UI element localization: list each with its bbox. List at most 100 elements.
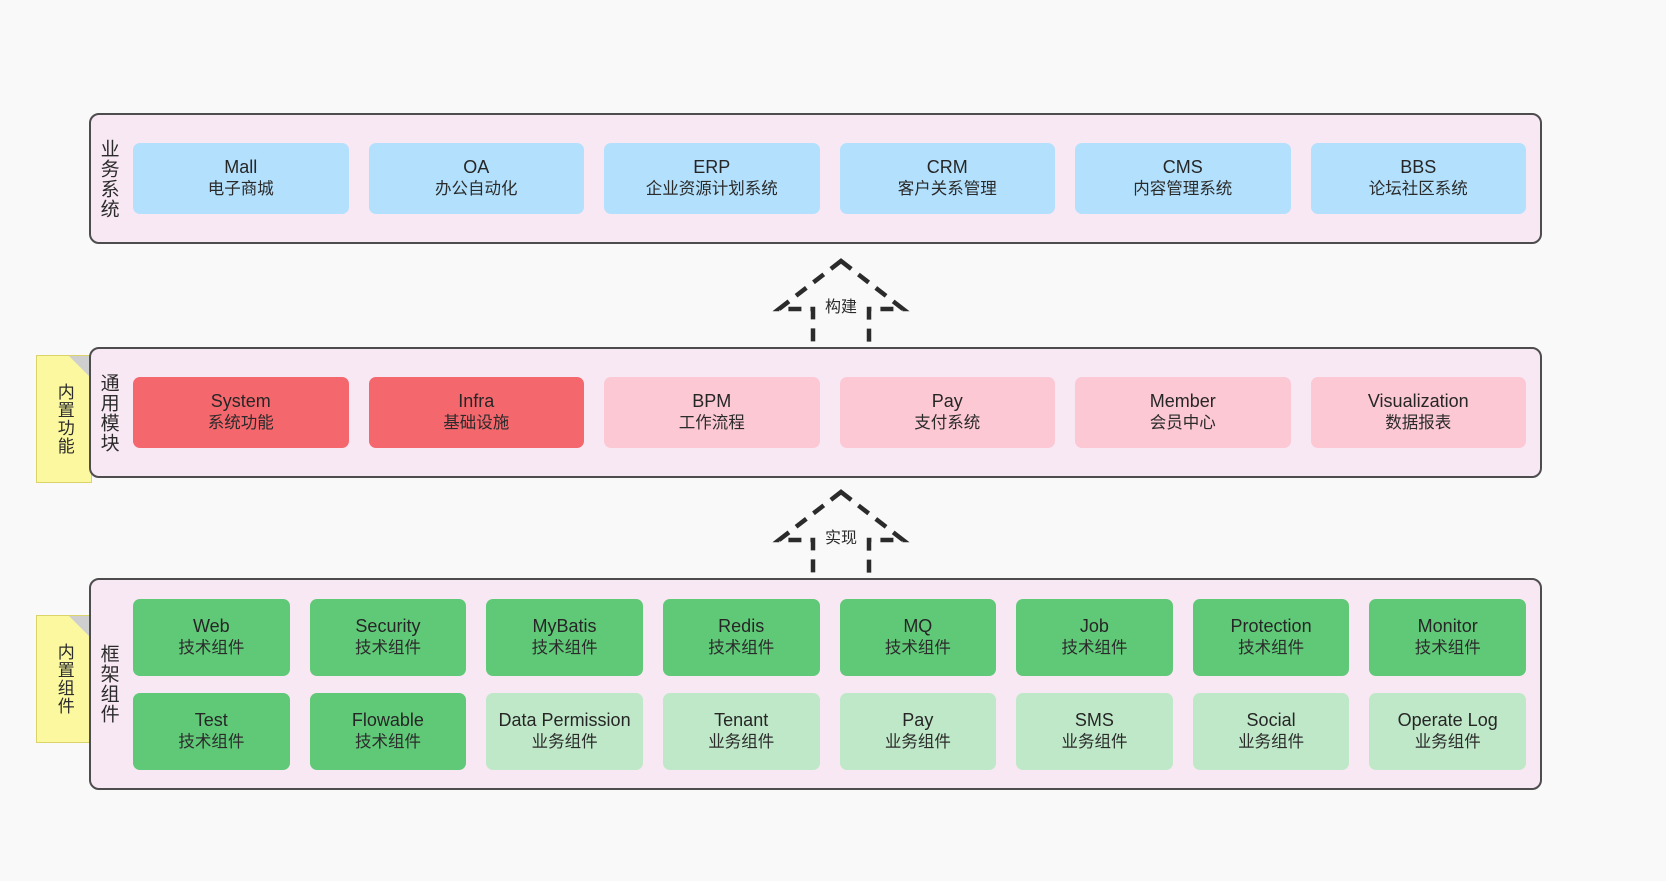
card-title: SMS <box>1074 709 1114 730</box>
layer-title-business-systems: 业务系统 <box>97 138 119 219</box>
card-visualization[interactable]: Visualization 数据报表 <box>1310 377 1526 448</box>
card-title: BPM <box>692 391 732 412</box>
card-subtitle: 技术组件 <box>1061 638 1128 657</box>
card-title: Member <box>1149 391 1216 412</box>
card-title: Visualization <box>1367 391 1469 412</box>
card-subtitle: 内容管理系统 <box>1133 180 1233 199</box>
card-row: System 系统功能 Infra 基础设施 BPM 工作流程 Pay 支付系统… <box>133 377 1526 448</box>
card-redis[interactable]: Redis 技术组件 <box>662 598 820 676</box>
card-operate-log[interactable]: Operate Log 业务组件 <box>1369 692 1526 770</box>
card-pay[interactable]: Pay 支付系统 <box>839 377 1055 448</box>
card-pay-component[interactable]: Pay 业务组件 <box>839 692 997 770</box>
card-subtitle: 业务组件 <box>1061 732 1128 751</box>
card-subtitle: 技术组件 <box>1238 638 1305 657</box>
card-tenant[interactable]: Tenant 业务组件 <box>662 692 820 770</box>
card-subtitle: 企业资源计划系统 <box>645 180 778 199</box>
layer-body-common-modules: System 系统功能 Infra 基础设施 BPM 工作流程 Pay 支付系统… <box>125 349 1540 476</box>
card-title: Protection <box>1230 615 1312 636</box>
card-title: Redis <box>718 615 765 636</box>
card-cms[interactable]: CMS 内容管理系统 <box>1075 143 1291 214</box>
layer-title-common-modules: 通用模块 <box>97 372 119 453</box>
card-subtitle: 办公自动化 <box>435 180 518 199</box>
card-title: OA <box>463 157 490 178</box>
card-title: Flowable <box>351 709 424 730</box>
card-mybatis[interactable]: MyBatis 技术组件 <box>486 598 643 676</box>
card-mq[interactable]: MQ 技术组件 <box>839 598 997 676</box>
card-oa[interactable]: OA 办公自动化 <box>368 143 584 214</box>
note-fold-corner-icon <box>69 356 91 378</box>
card-job[interactable]: Job 技术组件 <box>1016 598 1173 676</box>
card-system[interactable]: System 系统功能 <box>133 377 349 448</box>
card-flowable[interactable]: Flowable 技术组件 <box>309 692 467 770</box>
card-title: CRM <box>926 157 968 178</box>
connector-label: 构建 <box>822 293 860 317</box>
card-title: Pay <box>902 709 934 730</box>
card-erp[interactable]: ERP 企业资源计划系统 <box>604 143 820 214</box>
card-subtitle: 业务组件 <box>1238 732 1305 751</box>
card-title: Test <box>194 709 228 730</box>
card-subtitle: 技术组件 <box>178 638 245 657</box>
card-bbs[interactable]: BBS 论坛社区系统 <box>1310 143 1526 214</box>
card-data-permission[interactable]: Data Permission 业务组件 <box>486 692 643 770</box>
card-protection[interactable]: Protection 技术组件 <box>1192 598 1350 676</box>
card-mall[interactable]: Mall 电子商城 <box>133 143 349 214</box>
card-subtitle: 技术组件 <box>884 638 951 657</box>
layer-common-modules: 通用模块 System 系统功能 Infra 基础设施 BPM 工作流程 Pay… <box>89 347 1542 478</box>
card-sms[interactable]: SMS 业务组件 <box>1016 692 1173 770</box>
card-social[interactable]: Social 业务组件 <box>1192 692 1350 770</box>
card-title: Social <box>1246 709 1296 730</box>
card-subtitle: 业务组件 <box>708 732 775 751</box>
card-title: BBS <box>1400 157 1437 178</box>
card-title: MQ <box>903 615 933 636</box>
connector-label: 实现 <box>822 524 860 548</box>
card-subtitle: 工作流程 <box>678 414 745 433</box>
card-subtitle: 会员中心 <box>1149 414 1216 433</box>
card-infra[interactable]: Infra 基础设施 <box>368 377 584 448</box>
card-title: CMS <box>1162 157 1203 178</box>
card-title: ERP <box>693 157 731 178</box>
layer-framework-components: 框架组件 Web 技术组件 Security 技术组件 MyBatis 技术组件… <box>89 578 1542 790</box>
card-subtitle: 系统功能 <box>207 414 274 433</box>
card-row: Test 技术组件 Flowable 技术组件 Data Permission … <box>133 692 1526 770</box>
card-subtitle: 技术组件 <box>708 638 775 657</box>
card-subtitle: 基础设施 <box>443 414 510 433</box>
card-subtitle: 技术组件 <box>1414 638 1481 657</box>
card-subtitle: 支付系统 <box>914 414 981 433</box>
card-title: Job <box>1079 615 1109 636</box>
note-builtin-functions: 内置功能 <box>36 355 92 483</box>
layer-business-systems: 业务系统 Mall 电子商城 OA 办公自动化 ERP 企业资源计划系统 CRM… <box>89 113 1542 244</box>
card-subtitle: 技术组件 <box>178 732 245 751</box>
layer-title-framework-components: 框架组件 <box>97 644 119 724</box>
card-subtitle: 客户关系管理 <box>897 180 997 199</box>
card-title: System <box>210 391 271 412</box>
card-crm[interactable]: CRM 客户关系管理 <box>839 143 1055 214</box>
layer-body-business-systems: Mall 电子商城 OA 办公自动化 ERP 企业资源计划系统 CRM 客户关系… <box>125 115 1540 242</box>
card-monitor[interactable]: Monitor 技术组件 <box>1369 598 1526 676</box>
card-web[interactable]: Web 技术组件 <box>133 598 290 676</box>
card-subtitle: 数据报表 <box>1385 414 1452 433</box>
card-title: MyBatis <box>532 615 597 636</box>
card-member[interactable]: Member 会员中心 <box>1075 377 1291 448</box>
connector-build: 构建 <box>751 257 931 354</box>
card-test[interactable]: Test 技术组件 <box>133 692 290 770</box>
card-subtitle: 论坛社区系统 <box>1368 180 1468 199</box>
card-subtitle: 技术组件 <box>354 732 421 751</box>
card-subtitle: 技术组件 <box>531 638 598 657</box>
card-title: Web <box>192 615 230 636</box>
card-subtitle: 业务组件 <box>1414 732 1481 751</box>
note-label: 内置组件 <box>54 643 74 715</box>
card-security[interactable]: Security 技术组件 <box>309 598 467 676</box>
connector-realize: 实现 <box>751 488 931 585</box>
card-title: Data Permission <box>498 709 631 730</box>
card-title: Mall <box>224 157 258 178</box>
note-label: 内置功能 <box>54 383 74 455</box>
card-subtitle: 业务组件 <box>884 732 951 751</box>
card-title: Tenant <box>714 709 769 730</box>
card-title: Pay <box>931 391 963 412</box>
card-title: Security <box>355 615 421 636</box>
layer-body-framework-components: Web 技术组件 Security 技术组件 MyBatis 技术组件 Redi… <box>125 580 1540 788</box>
card-title: Monitor <box>1417 615 1478 636</box>
card-row: Web 技术组件 Security 技术组件 MyBatis 技术组件 Redi… <box>133 598 1526 676</box>
card-bpm[interactable]: BPM 工作流程 <box>604 377 820 448</box>
